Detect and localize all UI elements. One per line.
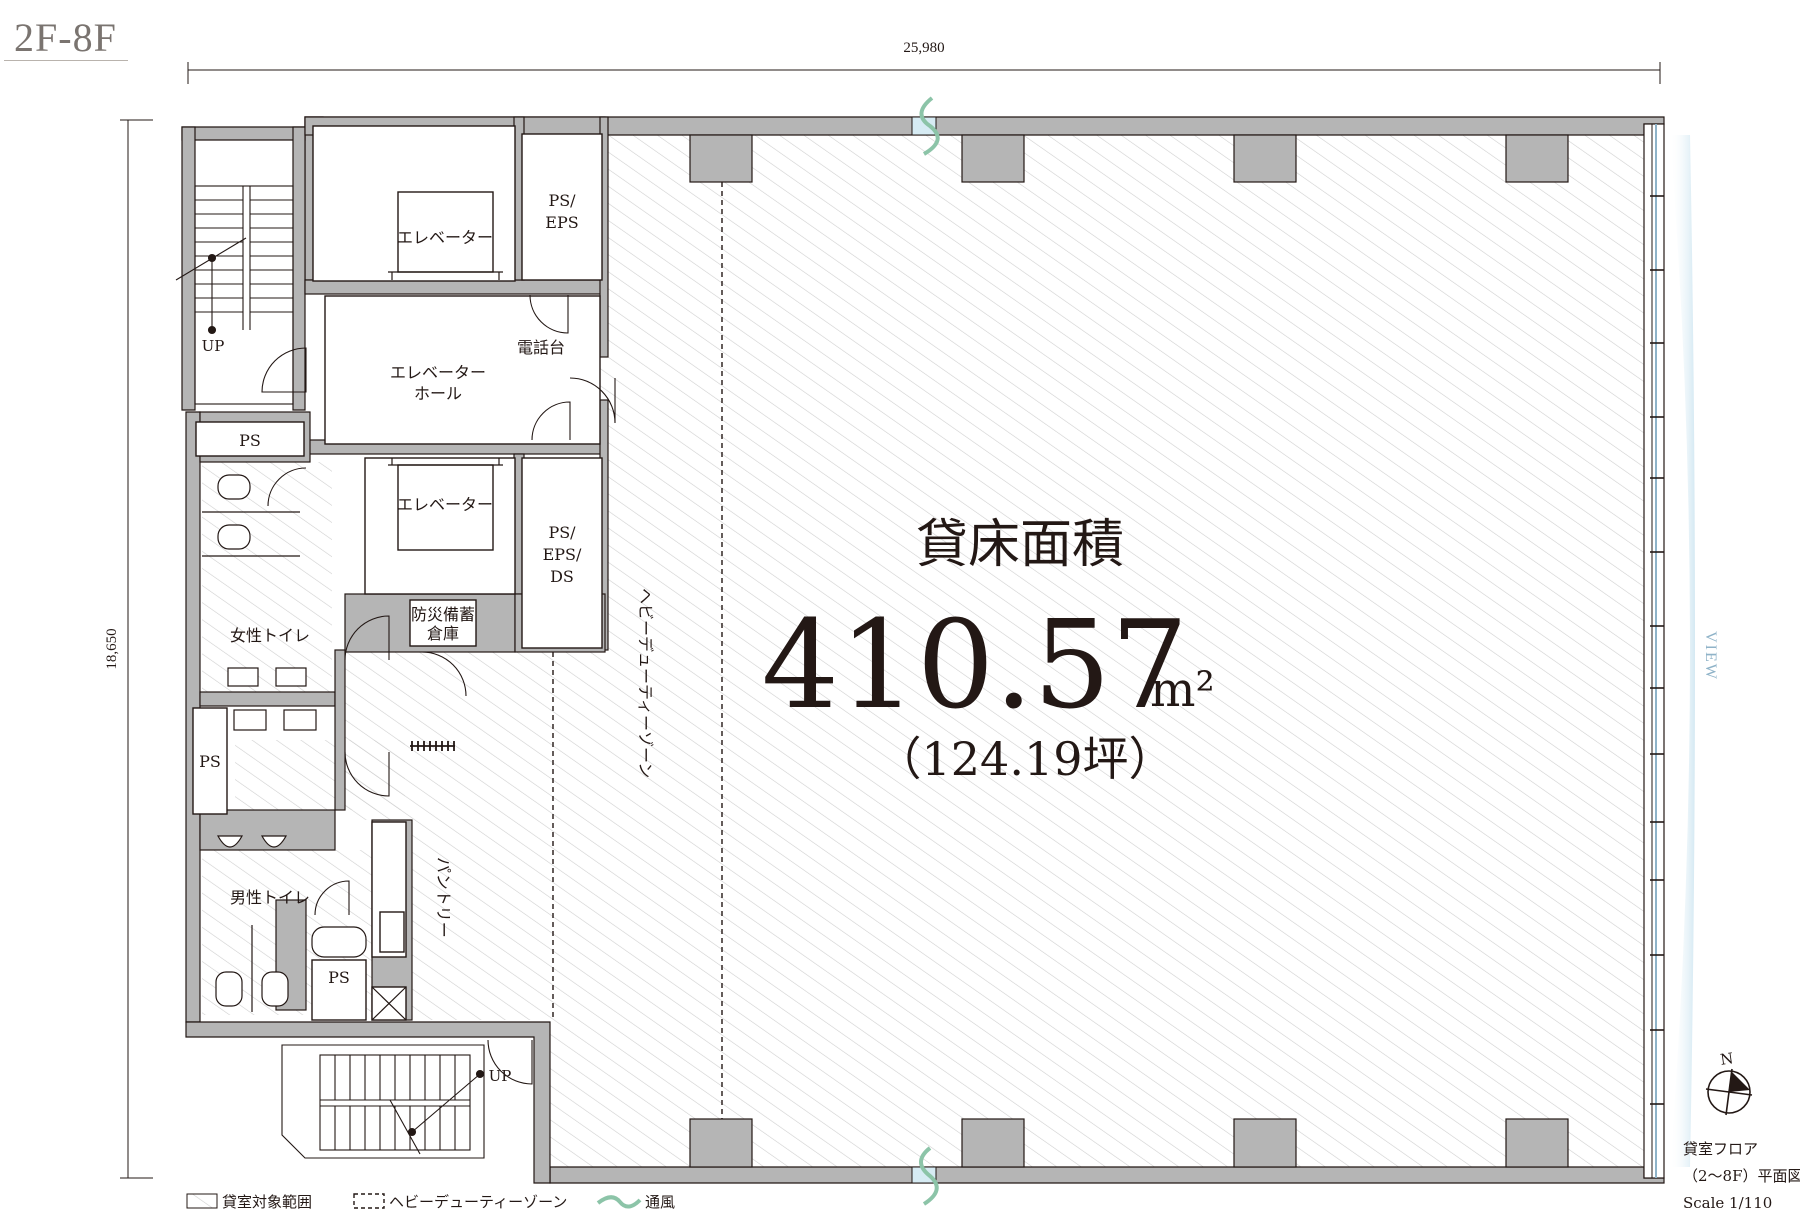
legend-swatch-rental (186, 1193, 218, 1209)
elevator-hall-label-2: ホール (414, 384, 462, 403)
toilet-corridor (235, 740, 405, 810)
ps-eps-label-2: EPS (545, 213, 578, 232)
heavy-duty-zone-boundary (552, 182, 723, 1119)
phone-label: 電話台 (517, 338, 565, 357)
heavy-duty-zone-label: ヘビーデューティーゾーン (636, 588, 655, 778)
up-top-label: UP (202, 337, 225, 355)
window-wall (1643, 123, 1695, 1179)
columns-bottom (689, 1118, 1569, 1168)
ps-c-label: PS (328, 968, 350, 987)
elevator-bottom-label: エレベーター (397, 495, 493, 514)
doors (261, 294, 616, 1085)
floor-label-underline (4, 60, 128, 61)
ps-room-c (311, 959, 367, 1021)
caption-line-2: （2〜8F）平面図 (1683, 1167, 1800, 1185)
legend-swatch-heavy (353, 1193, 385, 1209)
ps-eps-ds-room (521, 457, 603, 649)
stair-bottom (281, 1044, 485, 1159)
ps-room-b (192, 707, 228, 815)
pantry-sink (379, 911, 405, 953)
ps-a-label: PS (239, 431, 261, 450)
elevator-hall (324, 295, 601, 445)
area-value: 410.57 (762, 594, 1189, 736)
legend-label-rental: 貸室対象範囲 (222, 1193, 312, 1211)
compass-north-label: N (1719, 1049, 1735, 1069)
caption-line-1: 貸室フロア (1683, 1140, 1758, 1158)
dimension-height: 18,650 (104, 119, 153, 1179)
legend-label-vent: 通風 (645, 1193, 675, 1211)
area-unit: m² (1150, 662, 1215, 718)
storage-label-1: 防災備蓄 (411, 605, 475, 624)
elevator-car-top (397, 191, 494, 273)
elevator-hall-label-1: エレベーター (390, 363, 486, 382)
mens-fixtures (215, 835, 367, 1012)
ps-eps-ds-label-2: EPS/ (543, 545, 582, 564)
area-label: 貸床面積 410.57 m² （124.19坪） (762, 515, 1215, 786)
ps-b-label: PS (199, 752, 221, 771)
legend: 貸室対象範囲 ヘビーデューティーゾーン 通風 (186, 1193, 675, 1211)
view-label: VIEW (1702, 631, 1719, 681)
storage-room (409, 599, 477, 647)
caption: 貸室フロア （2〜8F）平面図 Scale 1/110 (1683, 1140, 1800, 1212)
dimension-height-label: 18,650 (104, 628, 120, 669)
womens-toilet-label: 女性トイレ (230, 626, 310, 645)
stair-top (175, 185, 294, 405)
legend-label-heavy: ヘビーデューティーゾーン (389, 1193, 567, 1211)
ps-eps-ds-label-3: DS (550, 567, 574, 586)
storage-label-2: 倉庫 (427, 624, 459, 643)
ps-eps-ds-label-1: PS/ (548, 523, 576, 542)
caption-line-3: Scale 1/110 (1683, 1194, 1772, 1212)
ps-room-a (195, 421, 305, 457)
columns-top (689, 134, 1569, 183)
ps-eps-room (521, 133, 603, 281)
ps-eps-label-1: PS/ (548, 191, 576, 210)
dimension-width-label: 25,980 (903, 40, 944, 56)
womens-fixtures (202, 474, 317, 731)
dimension-width: 25,980 (187, 40, 1661, 84)
area-tsubo: （124.19坪） (876, 732, 1175, 786)
area-title: 貸床面積 (916, 515, 1124, 575)
vent-markers (911, 96, 940, 1206)
up-bottom-label: UP (489, 1067, 512, 1085)
floor-label: 2F-8F (14, 15, 117, 60)
legend-swatch-vent (596, 1195, 642, 1209)
pantry-label: パントリー (434, 857, 453, 938)
mens-toilet-label: 男性トイレ (230, 888, 310, 907)
womens-toilet-area (202, 462, 332, 692)
rental-area (607, 135, 1644, 1167)
compass: N (1705, 1049, 1753, 1116)
elevator-top-label: エレベーター (397, 228, 493, 247)
grill (410, 741, 455, 751)
exterior-walls (181, 116, 1665, 1184)
